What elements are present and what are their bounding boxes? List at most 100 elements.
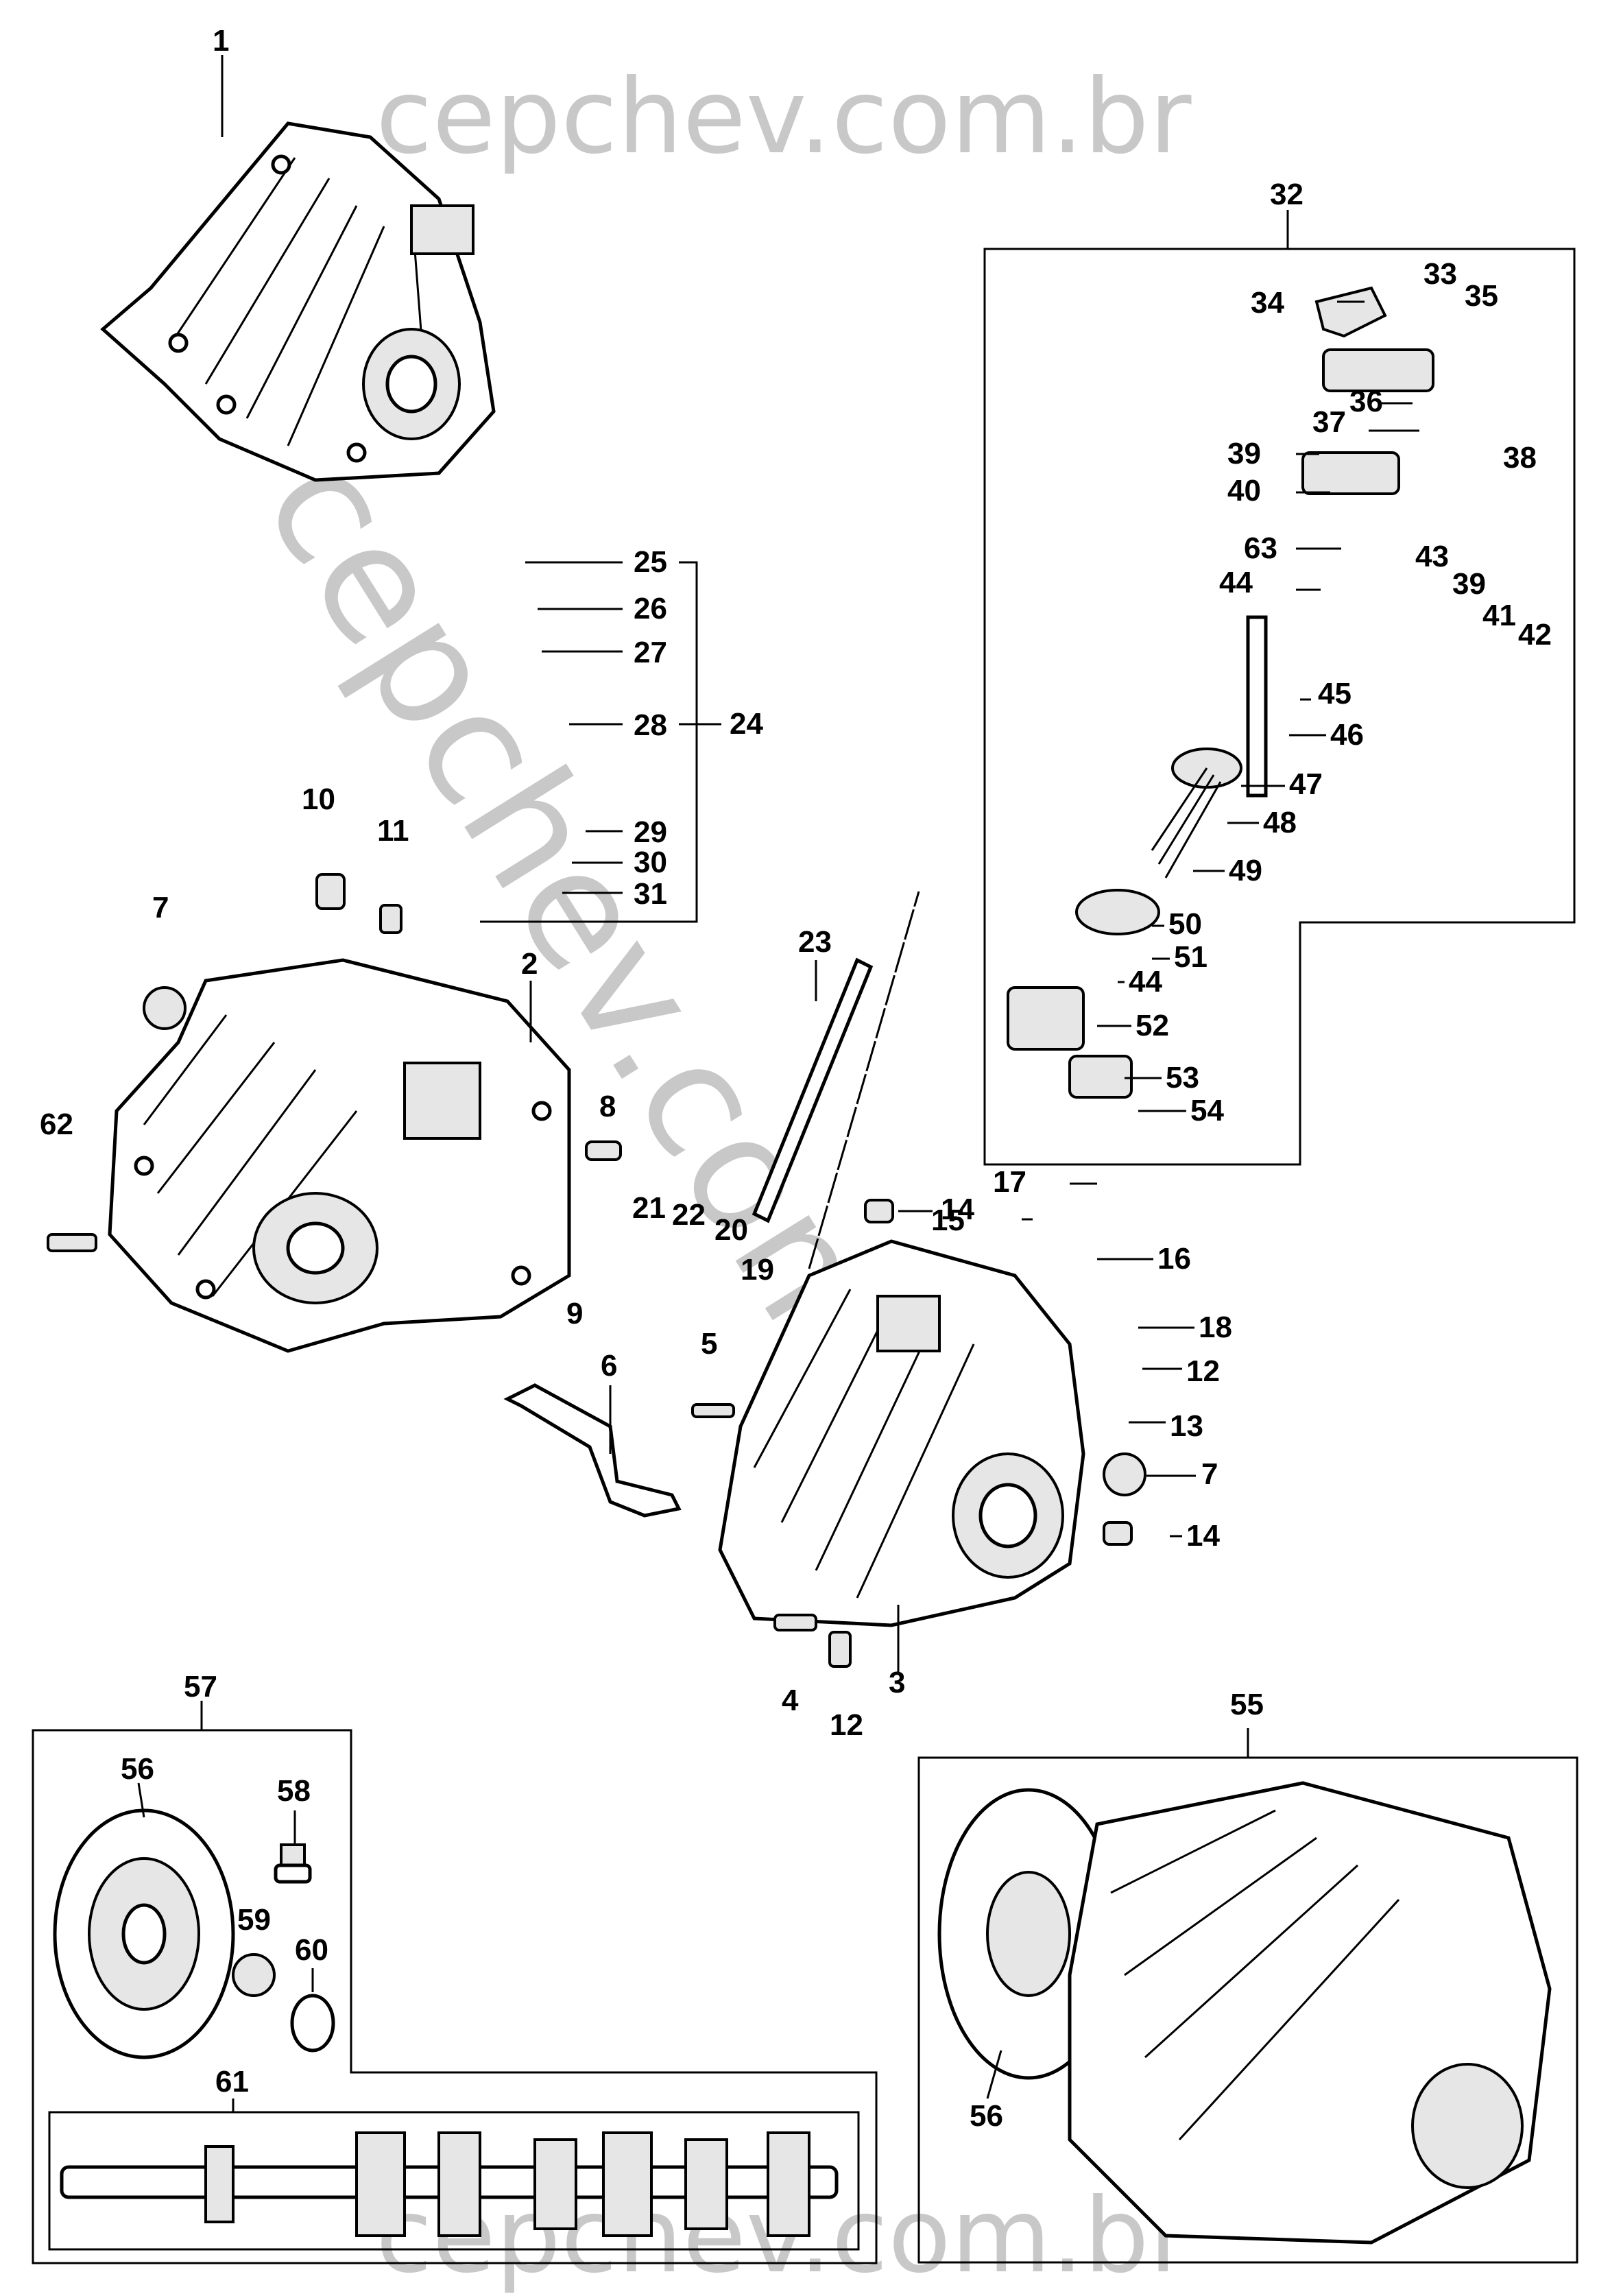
bolt-62-illustration	[47, 1233, 97, 1252]
label-37: 37	[1312, 405, 1346, 439]
ring-60-illustration	[290, 1994, 335, 2053]
callout-box-61	[48, 2111, 860, 2251]
label-52: 52	[1136, 1009, 1169, 1042]
label-29: 29	[634, 815, 667, 849]
label-35: 35	[1465, 279, 1498, 313]
plug-14-top-illustration	[864, 1199, 894, 1223]
label-54: 54	[1190, 1094, 1224, 1127]
label-28: 28	[634, 708, 667, 742]
bracket-6-illustration	[503, 1383, 682, 1518]
leader-56-assembly	[986, 2050, 1002, 2099]
label-24: 24	[730, 707, 763, 741]
label-7-left: 7	[152, 891, 169, 924]
label-59: 59	[237, 1903, 271, 1937]
label-22: 22	[672, 1198, 706, 1232]
label-25: 25	[634, 545, 667, 579]
label-20: 20	[714, 1213, 748, 1247]
rod-23-illustration	[752, 957, 874, 1223]
label-43: 43	[1415, 540, 1449, 573]
label-23: 23	[798, 925, 832, 959]
clip-5-illustration	[691, 1403, 735, 1418]
label-26: 26	[634, 592, 667, 625]
label-31: 31	[634, 877, 667, 911]
watermark-top: cepchev.com.br	[376, 58, 1192, 177]
label-45: 45	[1318, 677, 1351, 710]
seal-7-left-illustration	[143, 986, 187, 1030]
label-46: 46	[1330, 718, 1364, 752]
label-1: 1	[213, 24, 229, 58]
label-61: 61	[215, 2065, 249, 2098]
pin-8-illustration	[585, 1140, 622, 1161]
label-39-right: 39	[1452, 567, 1486, 601]
washer-59-illustration	[232, 1953, 276, 1997]
label-5: 5	[701, 1327, 717, 1361]
label-leaders	[525, 300, 1419, 1538]
group-bracket-24	[480, 561, 698, 923]
label-7-right: 7	[1201, 1457, 1218, 1491]
label-50: 50	[1168, 907, 1202, 941]
label-33: 33	[1423, 257, 1457, 291]
label-63: 63	[1244, 531, 1277, 565]
plug-10-illustration	[315, 873, 346, 910]
clutch-disc-illustration	[53, 1808, 235, 2059]
label-12-right: 12	[1186, 1354, 1220, 1388]
bolt-4-illustration	[773, 1614, 817, 1631]
label-49: 49	[1229, 854, 1262, 887]
label-62: 62	[40, 1108, 73, 1141]
label-57: 57	[184, 1670, 217, 1703]
label-34: 34	[1251, 286, 1284, 320]
label-41: 41	[1482, 599, 1516, 632]
label-47: 47	[1289, 767, 1323, 801]
label-42: 42	[1518, 618, 1552, 651]
shift-shaft-assembly-illustration	[1007, 286, 1434, 1099]
label-21: 21	[632, 1191, 666, 1225]
label-56-left: 56	[121, 1752, 154, 1786]
callout-box-32	[983, 248, 1576, 1166]
label-13: 13	[1170, 1409, 1203, 1443]
transmission-assembly-illustration	[100, 121, 496, 482]
label-4: 4	[782, 1684, 799, 1717]
label-51: 51	[1174, 940, 1208, 974]
label-39-left: 39	[1227, 437, 1261, 470]
label-30: 30	[634, 846, 667, 879]
label-58: 58	[277, 1774, 311, 1808]
label-18: 18	[1199, 1311, 1232, 1344]
label-14-top: 14	[941, 1193, 974, 1226]
label-36: 36	[1349, 385, 1383, 418]
label-44-bottom: 44	[1129, 965, 1162, 998]
label-6: 6	[601, 1349, 617, 1383]
label-48: 48	[1263, 806, 1297, 839]
leader-56	[137, 1782, 145, 1818]
label-2: 2	[521, 947, 538, 981]
label-44-top: 44	[1219, 566, 1253, 599]
label-38: 38	[1503, 441, 1537, 475]
label-14-bottom: 14	[1186, 1519, 1220, 1553]
label-56-right: 56	[970, 2099, 1003, 2133]
label-10: 10	[302, 782, 335, 816]
label-32: 32	[1270, 178, 1303, 211]
label-9: 9	[566, 1297, 583, 1330]
label-53: 53	[1166, 1061, 1199, 1095]
label-8: 8	[599, 1090, 616, 1123]
alignment-line-23	[808, 891, 920, 1269]
label-55: 55	[1230, 1688, 1264, 1721]
seal-7-right-illustration	[1103, 1452, 1146, 1496]
input-shaft-illustration	[60, 2131, 839, 2237]
transmission-clutch-assembly-illustration	[937, 1781, 1552, 2245]
label-60: 60	[295, 1933, 328, 1967]
bolt-58-illustration	[274, 1843, 312, 1884]
transmission-case-illustration	[718, 1239, 1085, 1627]
label-16: 16	[1157, 1242, 1191, 1276]
clutch-housing-illustration	[108, 958, 571, 1353]
callout-box-57	[32, 1729, 878, 2264]
label-11: 11	[377, 814, 409, 848]
label-15: 15	[931, 1204, 965, 1237]
plug-11-illustration	[379, 904, 402, 934]
plug-14-bottom-illustration	[1103, 1521, 1133, 1546]
label-27: 27	[634, 636, 667, 669]
label-3: 3	[889, 1666, 905, 1699]
bolt-12-bottom-illustration	[828, 1631, 852, 1668]
label-40: 40	[1227, 474, 1261, 507]
label-12-bottom: 12	[830, 1708, 863, 1742]
